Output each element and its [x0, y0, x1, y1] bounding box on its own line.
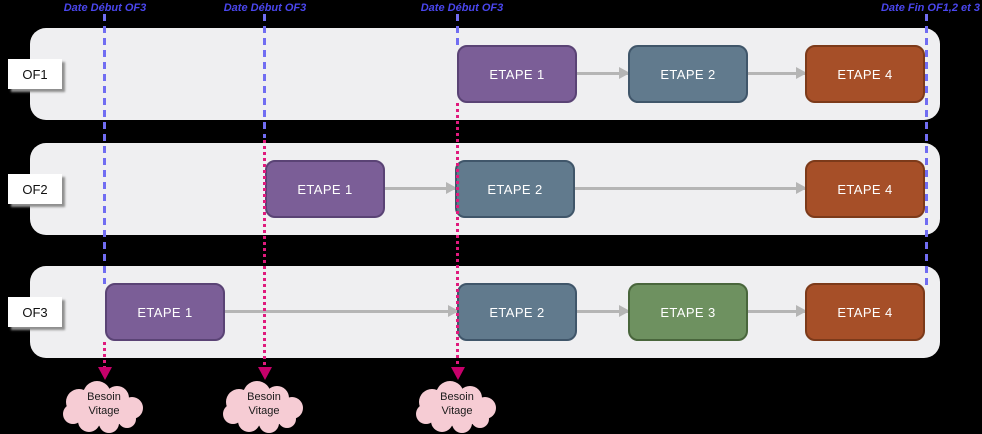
lane-label-of2: OF2: [8, 174, 62, 204]
lane-of2: OF2 ETAPE 1 ETAPE 2 ETAPE 4: [8, 143, 940, 235]
end-date-label: Date Fin OF1,2 et 3: [880, 2, 980, 14]
arrowhead-icon: [619, 305, 630, 317]
lane-of1: OF1 ETAPE 1 ETAPE 2 ETAPE 4: [8, 28, 940, 120]
flow-arrow: [577, 67, 630, 79]
start-date-line-2: [263, 14, 266, 138]
step-of3-etape-2: ETAPE 2: [457, 283, 577, 341]
need-line-1: [103, 342, 106, 368]
flow-arrow: [577, 305, 630, 317]
end-date-line: [925, 14, 928, 286]
arrowhead-icon: [619, 67, 630, 79]
arrowhead-icon: [446, 182, 457, 194]
start-date-label-1: Date Début OF3: [63, 2, 147, 14]
need-arrowhead-2: [258, 367, 272, 380]
flow-arrow: [748, 305, 807, 317]
flow-arrow: [575, 182, 807, 194]
arrowhead-icon: [796, 182, 807, 194]
cloud-icon: [63, 381, 143, 433]
step-of3-etape-1: ETAPE 1: [105, 283, 225, 341]
need-arrowhead-1: [98, 367, 112, 380]
arrowhead-icon: [448, 305, 459, 317]
step-of3-etape-3: ETAPE 3: [628, 283, 748, 341]
step-of3-etape-4: ETAPE 4: [805, 283, 925, 341]
flow-arrow: [748, 67, 807, 79]
start-date-label-2: Date Début OF3: [223, 2, 307, 14]
start-date-line-3: [456, 14, 459, 45]
lane-of3: OF3 ETAPE 1 ETAPE 2 ETAPE 3 ETAPE 4: [8, 266, 940, 358]
lane-label-of1: OF1: [8, 59, 62, 89]
arrowhead-icon: [796, 67, 807, 79]
cloud-icon: [416, 381, 496, 433]
start-date-label-3: Date Début OF3: [420, 2, 504, 14]
step-of2-etape-2: ETAPE 2: [455, 160, 575, 218]
flow-arrow: [225, 305, 459, 317]
lane-label-of3: OF3: [8, 297, 62, 327]
need-line-3: [456, 103, 459, 368]
cloud-icon: [223, 381, 303, 433]
flow-arrow: [385, 182, 457, 194]
step-of1-etape-2: ETAPE 2: [628, 45, 748, 103]
step-of1-etape-1: ETAPE 1: [457, 45, 577, 103]
start-date-line-1: [103, 14, 106, 284]
arrowhead-icon: [796, 305, 807, 317]
need-arrowhead-3: [451, 367, 465, 380]
step-of2-etape-1: ETAPE 1: [265, 160, 385, 218]
step-of2-etape-4: ETAPE 4: [805, 160, 925, 218]
need-line-2: [263, 140, 266, 368]
step-of1-etape-4: ETAPE 4: [805, 45, 925, 103]
